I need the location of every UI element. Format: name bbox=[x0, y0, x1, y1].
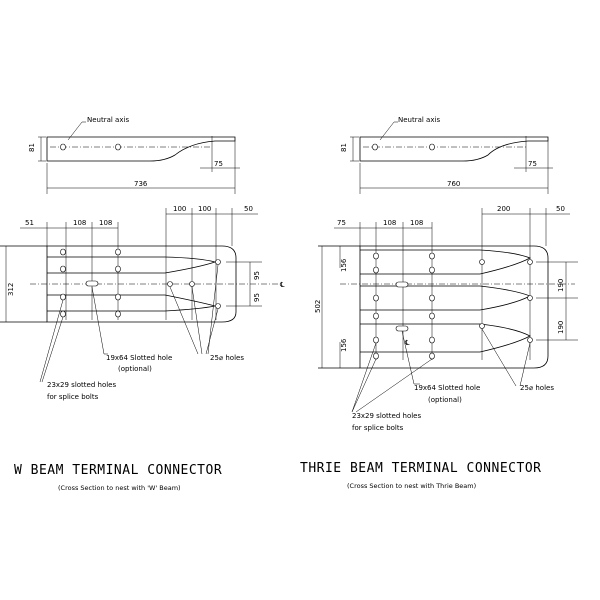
t-optional-label: (optional) bbox=[428, 396, 462, 404]
thrie-top-view: Neutral axis 81 75 760 bbox=[340, 116, 553, 194]
t-dim-200: 200 bbox=[497, 205, 510, 213]
w-dim-312: 312 bbox=[7, 283, 15, 296]
w-beam-caption: (Cross Section to nest with 'W' Beam) bbox=[58, 484, 181, 492]
w-centerline-symbol: ℄ bbox=[280, 281, 285, 289]
w-optional-label: (optional) bbox=[118, 365, 152, 373]
t-dim-190b: 190 bbox=[557, 321, 565, 334]
w-dim-50: 50 bbox=[244, 205, 253, 213]
w-dim-51: 51 bbox=[25, 219, 34, 227]
w-slotted-hole-label: 19x64 Slotted hole bbox=[106, 354, 172, 362]
t-holes-label: 25⌀ holes bbox=[520, 384, 554, 392]
t-slotted-hole-label: 19x64 Slotted hole bbox=[414, 384, 480, 392]
t-dim-75: 75 bbox=[528, 160, 537, 168]
t-dim-108a: 108 bbox=[383, 219, 396, 227]
t-dim-156b: 156 bbox=[340, 338, 348, 352]
w-dim-108a: 108 bbox=[73, 219, 86, 227]
w-beam-title: W BEAM TERMINAL CONNECTOR bbox=[14, 463, 222, 478]
t-dim-108b: 108 bbox=[410, 219, 423, 227]
thrie-beam-title: THRIE BEAM TERMINAL CONNECTOR bbox=[300, 461, 541, 476]
t-dim-760: 760 bbox=[447, 180, 460, 188]
thrie-beam-caption: (Cross Section to nest with Thrie Beam) bbox=[347, 482, 476, 490]
w-holes-label: 25⌀ holes bbox=[210, 354, 244, 362]
t-centerline-symbol: ℄ bbox=[405, 339, 410, 347]
thrie-beam-drawing: Neutral axis 81 75 760 75 108 108 200 bbox=[300, 116, 578, 490]
t-dim-50: 50 bbox=[556, 205, 565, 213]
t-dim-156a: 156 bbox=[340, 258, 348, 272]
w-neutral-axis-label: Neutral axis bbox=[87, 116, 129, 124]
w-dim-75: 75 bbox=[214, 160, 223, 168]
t-splice-line2: for splice bolts bbox=[352, 424, 404, 432]
w-dim-95a: 95 bbox=[253, 271, 261, 280]
t-dim-502: 502 bbox=[314, 300, 322, 313]
w-dim-736: 736 bbox=[134, 180, 148, 188]
t-neutral-axis-label: Neutral axis bbox=[398, 116, 440, 124]
w-splice-line2: for splice bolts bbox=[47, 393, 99, 401]
t-splice-line1: 23x29 slotted holes bbox=[352, 412, 421, 420]
w-splice-line1: 23x29 slotted holes bbox=[47, 381, 116, 389]
w-dim-95b: 95 bbox=[253, 293, 261, 302]
w-dim-100b: 100 bbox=[198, 205, 211, 213]
w-dim-108b: 108 bbox=[99, 219, 112, 227]
w-beam-top-view: Neutral axis 81 75 736 bbox=[28, 116, 240, 194]
w-dim-81: 81 bbox=[28, 143, 36, 152]
w-dim-100a: 100 bbox=[173, 205, 186, 213]
t-dim-81: 81 bbox=[340, 143, 348, 152]
t-dim-75b: 75 bbox=[337, 219, 346, 227]
t-dim-190a: 190 bbox=[557, 279, 565, 292]
w-beam-drawing: Neutral axis 81 75 736 51 108 108 bbox=[0, 116, 285, 492]
w-beam-front-view: 51 108 108 100 100 50 ℄ bbox=[0, 205, 285, 401]
thrie-front-view: 75 108 108 200 50 ℄ bbox=[314, 205, 578, 432]
